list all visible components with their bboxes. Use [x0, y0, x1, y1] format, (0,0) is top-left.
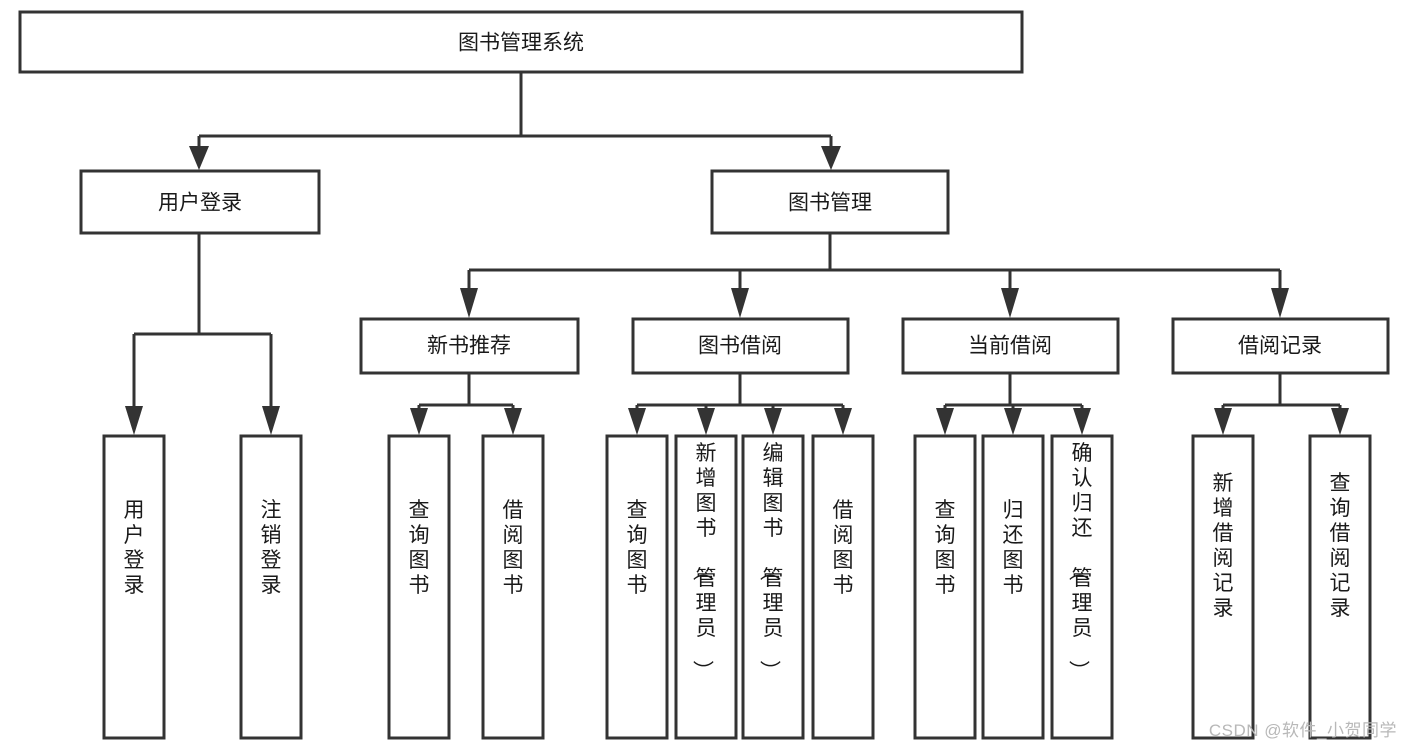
node-leaf-borrow-book-borrow[interactable]: 借阅图书: [811, 434, 875, 740]
node-label: 用户登录: [124, 499, 145, 597]
arrow-head-icon: [504, 408, 522, 435]
node-leaf-borrow-book-newbook[interactable]: 借阅图书: [481, 434, 545, 740]
node-box[interactable]: [1050, 434, 1114, 740]
node-borrow-record[interactable]: 借阅记录: [1171, 317, 1390, 375]
arrow-head-icon: [821, 146, 841, 170]
connector-newbook-to-leaves: [410, 373, 522, 435]
node-label: 新书推荐: [427, 335, 511, 358]
arrow-head-icon: [189, 146, 209, 170]
arrow-head-icon: [1331, 408, 1349, 435]
node-box[interactable]: [741, 434, 805, 740]
node-label: 借阅图书: [503, 499, 524, 597]
arrow-head-icon: [834, 408, 852, 435]
node-label: 查询图书: [409, 499, 430, 597]
arrow-head-icon: [731, 288, 749, 318]
connector-root-to-level1: [189, 72, 841, 170]
arrow-head-icon: [1073, 408, 1091, 435]
node-box[interactable]: [239, 434, 303, 740]
node-label: 新增借阅记录: [1213, 472, 1234, 620]
node-label: 图书管理系统: [458, 32, 584, 55]
arrow-head-icon: [1271, 288, 1289, 318]
arrow-head-icon: [1214, 408, 1232, 435]
node-label: 编辑图书（管理员）: [758, 442, 784, 681]
connector-current-to-leaves: [936, 373, 1091, 435]
node-box[interactable]: [811, 434, 875, 740]
node-box[interactable]: [102, 434, 166, 740]
node-label: 注销登录: [261, 499, 282, 597]
node-box[interactable]: [710, 169, 950, 235]
node-box[interactable]: [631, 317, 850, 375]
node-leaf-add-book-admin[interactable]: 新增图书（管理员）: [674, 434, 738, 740]
node-leaf-return-book[interactable]: 归还图书: [981, 434, 1045, 740]
node-current-borrow[interactable]: 当前借阅: [901, 317, 1120, 375]
arrow-head-icon: [697, 408, 715, 435]
node-box[interactable]: [79, 169, 321, 235]
node-book-borrow[interactable]: 图书借阅: [631, 317, 850, 375]
node-box[interactable]: [359, 317, 580, 375]
node-label: 确认归还（管理员）: [1067, 442, 1093, 681]
node-box[interactable]: [1308, 434, 1372, 740]
node-label: 查询借阅记录: [1330, 472, 1351, 620]
connector-record-to-leaves: [1214, 373, 1349, 435]
arrow-head-icon: [936, 408, 954, 435]
node-leaf-query-borrow-record[interactable]: 查询借阅记录: [1308, 434, 1372, 740]
node-book-management[interactable]: 图书管理: [710, 169, 950, 235]
node-label: 图书管理: [788, 192, 872, 215]
arrow-head-icon: [460, 288, 478, 318]
csdn-watermark: CSDN @软件_小贺同学: [1208, 721, 1397, 740]
node-label: 查询图书: [627, 499, 648, 597]
node-label: 用户登录: [158, 192, 242, 215]
node-label: 归还图书: [1003, 499, 1024, 597]
node-box[interactable]: [1171, 317, 1390, 375]
node-box[interactable]: [18, 10, 1024, 74]
node-label: 图书借阅: [698, 335, 782, 358]
node-root[interactable]: 图书管理系统: [18, 10, 1024, 74]
node-label: 借阅记录: [1238, 335, 1322, 358]
node-leaf-edit-book-admin[interactable]: 编辑图书（管理员）: [741, 434, 805, 740]
node-label: 新增图书（管理员）: [691, 442, 717, 681]
node-leaf-query-book-newbook[interactable]: 查询图书: [387, 434, 451, 740]
node-new-book-recommend[interactable]: 新书推荐: [359, 317, 580, 375]
node-leaf-logout[interactable]: 注销登录: [239, 434, 303, 740]
node-leaf-add-borrow-record[interactable]: 新增借阅记录: [1191, 434, 1255, 740]
node-leaf-query-book-current[interactable]: 查询图书: [913, 434, 977, 740]
node-box[interactable]: [481, 434, 545, 740]
node-leaf-query-book-borrow[interactable]: 查询图书: [605, 434, 669, 740]
node-box[interactable]: [1191, 434, 1255, 740]
arrow-head-icon: [764, 408, 782, 435]
connector-userlogin-to-leaves: [125, 233, 280, 435]
arrow-head-icon: [1001, 288, 1019, 318]
arrow-head-icon: [628, 408, 646, 435]
connector-borrow-to-leaves: [628, 373, 852, 435]
node-box[interactable]: [387, 434, 451, 740]
node-leaf-user-login[interactable]: 用户登录: [102, 434, 166, 740]
node-user-login[interactable]: 用户登录: [79, 169, 321, 235]
node-label: 查询图书: [935, 499, 956, 597]
arrow-head-icon: [125, 406, 143, 435]
node-box[interactable]: [605, 434, 669, 740]
node-box[interactable]: [901, 317, 1120, 375]
node-box[interactable]: [981, 434, 1045, 740]
node-label: 借阅图书: [833, 499, 854, 597]
arrow-head-icon: [410, 408, 428, 435]
node-leaf-confirm-return-admin[interactable]: 确认归还（管理员）: [1050, 434, 1114, 740]
arrow-head-icon: [1004, 408, 1022, 435]
node-label: 当前借阅: [968, 335, 1052, 358]
connector-bookmgmt-to-level2: [460, 233, 1289, 318]
node-box[interactable]: [913, 434, 977, 740]
node-box[interactable]: [674, 434, 738, 740]
arrow-head-icon: [262, 406, 280, 435]
